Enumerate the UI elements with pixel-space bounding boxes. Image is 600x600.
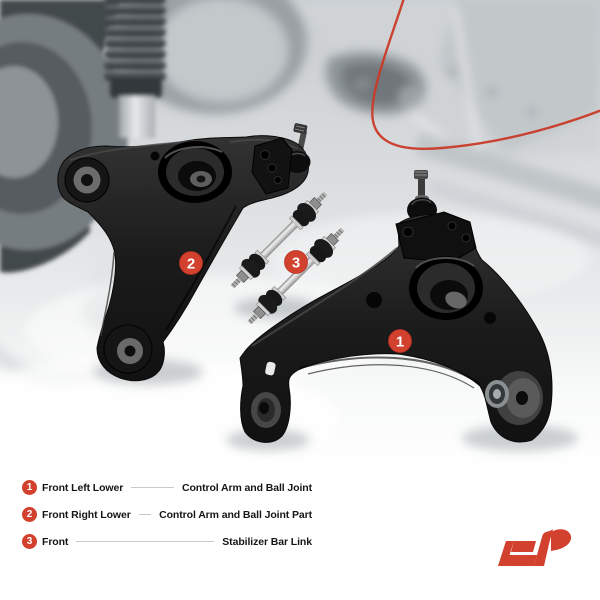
stabilizer-bar-link — [230, 191, 328, 289]
svg-text:2: 2 — [187, 256, 195, 273]
legend-item-2: 2 Front Right Lower Control Arm and Ball… — [22, 501, 312, 528]
legend-part-label: Control Arm and Ball Joint Part — [159, 508, 312, 521]
shock-absorber — [104, 0, 166, 138]
part-marker-3: 3 — [284, 250, 308, 274]
legend-number-badge: 3 — [22, 534, 37, 549]
legend-number-badge: 2 — [22, 507, 37, 522]
legend-item-1: 1 Front Left Lower Control Arm and Ball … — [22, 474, 312, 501]
legend-number-badge: 1 — [22, 480, 37, 495]
svg-text:1: 1 — [396, 334, 404, 351]
legend-position-label: Front — [42, 535, 69, 548]
legend-connector-line — [138, 514, 152, 515]
legend-part-label: Control Arm and Ball Joint — [181, 481, 312, 494]
part-marker-2: 2 — [179, 251, 203, 275]
legend-position-label: Front Left Lower — [42, 481, 124, 494]
legend-item-3: 3 Front Stabilizer Bar Link — [22, 528, 312, 555]
legend-connector-line — [131, 487, 174, 488]
ap-monogram-icon — [498, 529, 572, 566]
legend-position-label: Front Right Lower — [42, 508, 131, 521]
legend-part-label: Stabilizer Bar Link — [222, 535, 312, 548]
part-marker-1: 1 — [388, 329, 412, 353]
parts-legend: 1 Front Left Lower Control Arm and Ball … — [22, 474, 312, 555]
control-arm-left — [239, 170, 553, 443]
svg-text:3: 3 — [292, 255, 300, 272]
legend-connector-line — [76, 541, 215, 542]
highlight-arc — [371, 0, 600, 151]
suspension-photo: 1 2 3 — [0, 0, 600, 480]
